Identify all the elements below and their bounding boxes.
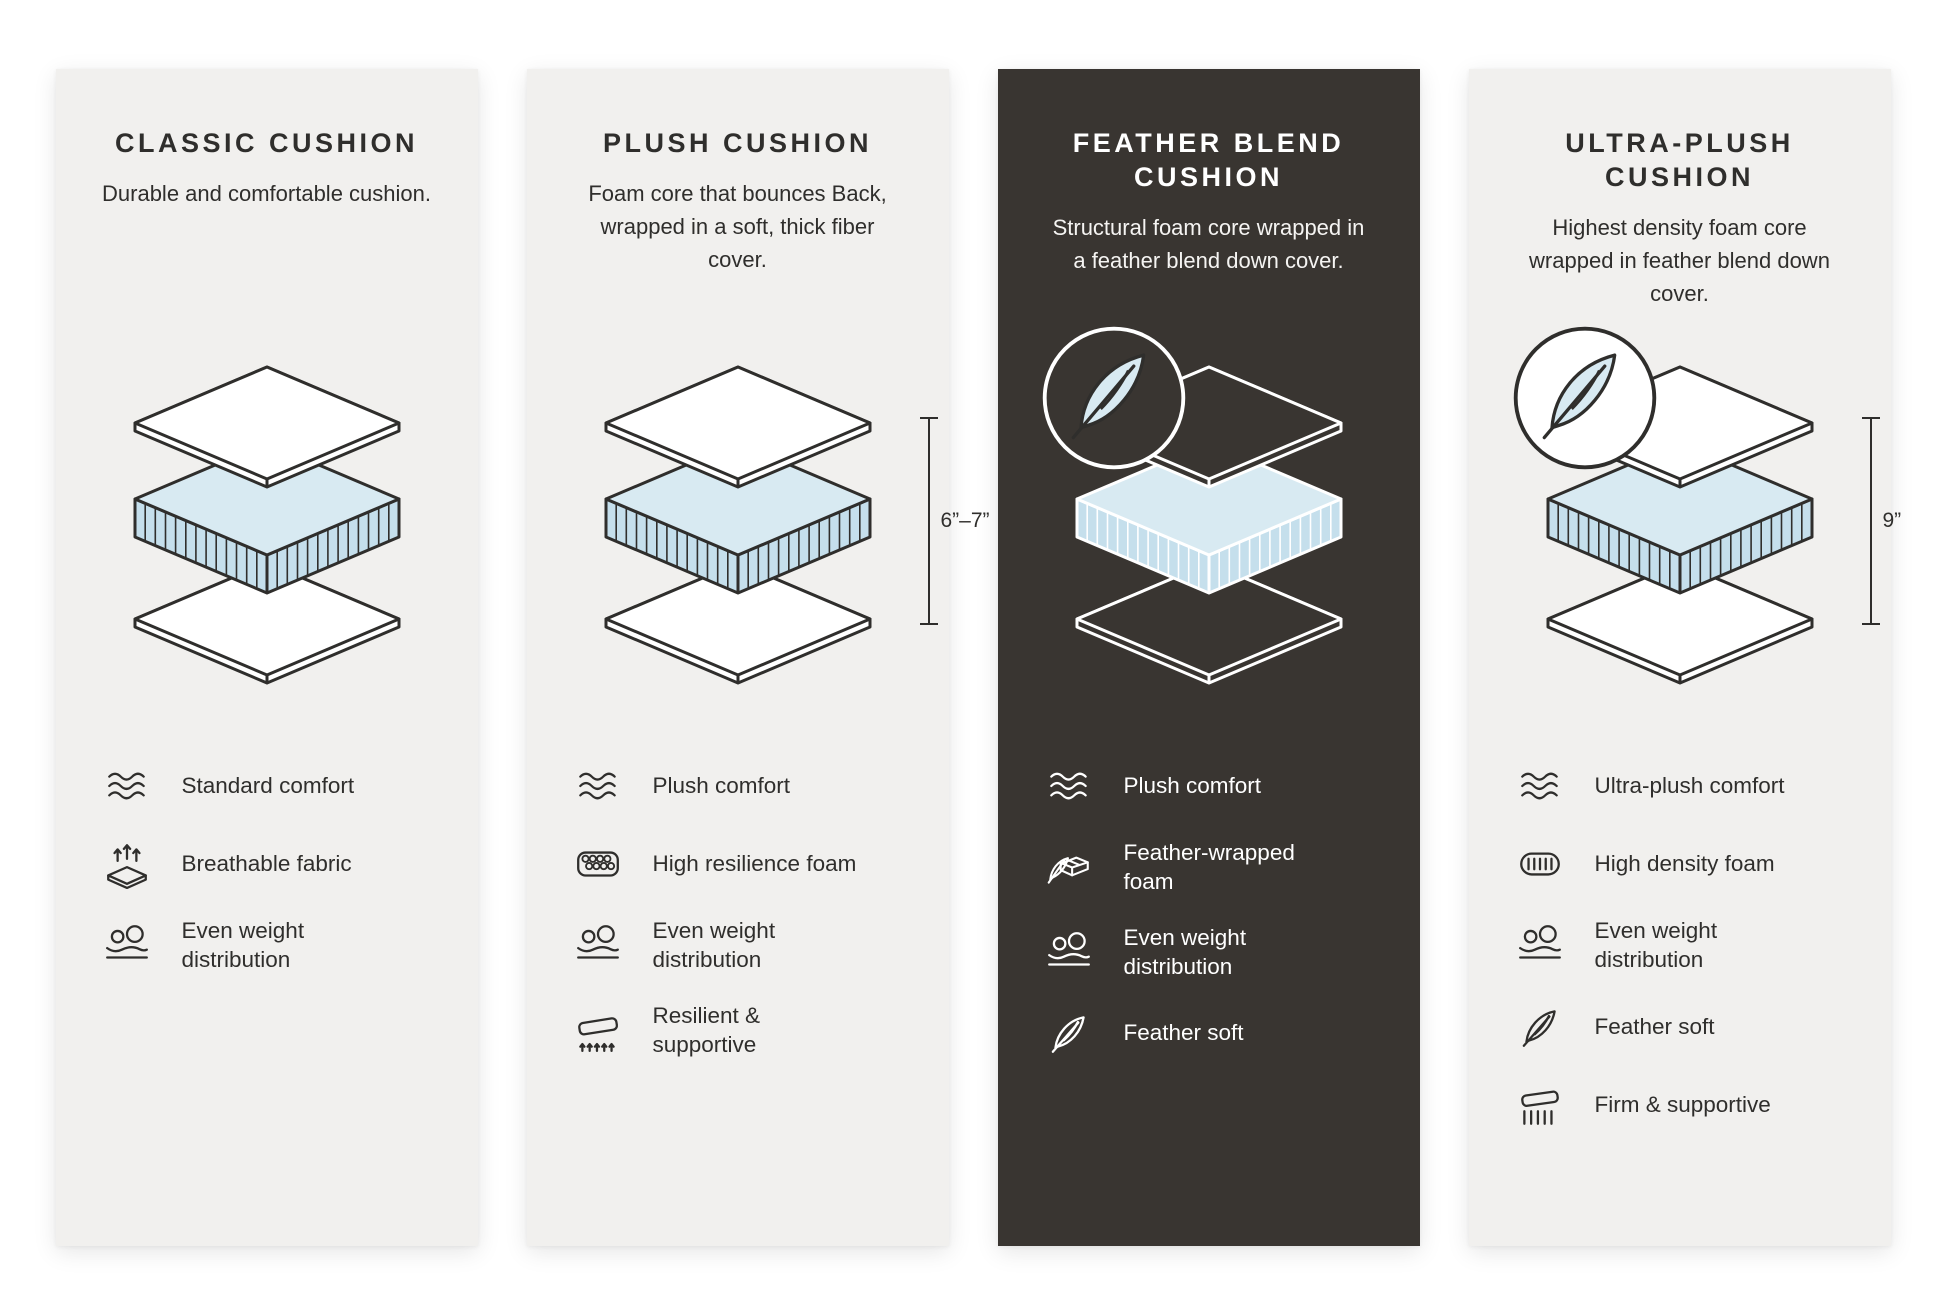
feature-label: Even weight distribution [652, 918, 776, 973]
height-ruler: 6”–7” [919, 417, 990, 625]
honeycomb-icon [567, 838, 629, 890]
waves-icon [96, 760, 158, 812]
height-measurement: 6”–7” [940, 509, 990, 532]
feature-label: Even weight distribution [181, 918, 305, 973]
feature-row: Firm & supportive [1509, 1079, 1851, 1131]
illustration-zone [96, 317, 438, 732]
feature-row: Even weight distribution [1509, 916, 1851, 975]
resilient-icon [567, 1004, 629, 1056]
feature-row: Standard comfort [96, 760, 438, 812]
feature-label: Feather-wrapped foam [1123, 840, 1295, 895]
feature-row: Plush comfort [1038, 760, 1380, 812]
illustration-zone [1038, 317, 1380, 732]
cushion-layers-illustration: 9” [1530, 357, 1901, 692]
layers-diagram-icon [117, 357, 417, 692]
even-weight-icon [567, 919, 629, 971]
card-title: ULTRA-PLUSH CUSHION [1565, 128, 1794, 192]
feature-row: Resilient & supportive [567, 1001, 909, 1060]
feature-label: High density foam [1594, 851, 1775, 877]
feature-row: Even weight distribution [96, 916, 438, 975]
feather-badge-icon [1037, 321, 1191, 475]
cushion-layers-illustration [117, 357, 417, 692]
even-weight-icon [1509, 919, 1571, 971]
illustration-zone: 6”–7” [567, 317, 990, 732]
card-title: PLUSH CUSHION [602, 128, 872, 158]
waves-icon [1038, 760, 1100, 812]
feature-row: Even weight distribution [567, 916, 909, 975]
feature-label: Even weight distribution [1123, 924, 1247, 979]
feature-label: Resilient & supportive [652, 1002, 761, 1057]
card-classic-cushion: CLASSIC CUSHION Durable and comfortable … [55, 69, 478, 1246]
card-plush-cushion: PLUSH CUSHION Foam core that bounces Bac… [526, 69, 990, 1246]
card-header: FEATHER BLEND CUSHION Structural foam co… [1038, 127, 1380, 317]
height-measurement: 9” [1882, 509, 1902, 532]
feature-list: Plush comfort High resilience foam Even … [567, 760, 909, 1059]
card-description: Durable and comfortable cushion. [102, 180, 431, 206]
cushion-layers-illustration: 6”–7” [588, 357, 990, 692]
feature-label: Plush comfort [1123, 773, 1262, 799]
feature-label: Standard comfort [181, 773, 355, 799]
breathable-icon [96, 838, 158, 890]
card-title: CLASSIC CUSHION [114, 128, 418, 158]
cushion-layers-illustration [1059, 357, 1359, 692]
card-description: Highest density foam core wrapped in fea… [1529, 214, 1830, 306]
card-ultra-plush-cushion: ULTRA-PLUSH CUSHION Highest density foam… [1468, 69, 1901, 1246]
even-weight-icon [1038, 926, 1100, 978]
feature-list: Ultra-plush comfort High density foam Ev… [1509, 760, 1851, 1131]
feature-label: Plush comfort [652, 773, 791, 799]
feature-row: Feather soft [1509, 1001, 1851, 1053]
card-header: CLASSIC CUSHION Durable and comfortable … [96, 127, 438, 317]
waves-icon [567, 760, 629, 812]
feather-badge-icon [1508, 321, 1662, 475]
feature-label: Even weight distribution [1594, 918, 1718, 973]
feature-list: Standard comfort Breathable fabric Even … [96, 760, 438, 975]
card-description: Foam core that bounces Back, wrapped in … [588, 180, 887, 272]
hd-foam-icon [1509, 838, 1571, 890]
layers-diagram-icon [588, 357, 888, 692]
feature-row: Feather soft [1038, 1007, 1380, 1059]
firm-icon [1509, 1079, 1571, 1131]
feature-list: Plush comfort Feather-wrapped foam Even … [1038, 760, 1380, 1059]
feature-row: High density foam [1509, 838, 1851, 890]
feature-label: Feather soft [1594, 1013, 1715, 1039]
card-header: ULTRA-PLUSH CUSHION Highest density foam… [1509, 127, 1851, 317]
feature-row: Ultra-plush comfort [1509, 760, 1851, 812]
feature-row: Feather-wrapped foam [1038, 838, 1380, 897]
card-description: Structural foam core wrapped in a feathe… [1052, 214, 1365, 273]
card-feather-blend-cushion: FEATHER BLEND CUSHION Structural foam co… [997, 69, 1420, 1246]
feature-label: Ultra-plush comfort [1594, 773, 1785, 799]
feature-label: High resilience foam [652, 851, 857, 877]
feature-label: Firm & supportive [1594, 1091, 1771, 1117]
even-weight-icon [96, 919, 158, 971]
cards-row: CLASSIC CUSHION Durable and comfortable … [55, 69, 1901, 1246]
feather-icon [1509, 1001, 1571, 1053]
feather-icon [1038, 1007, 1100, 1059]
feature-row: Plush comfort [567, 760, 909, 812]
illustration-zone: 9” [1509, 317, 1901, 732]
card-title: FEATHER BLEND CUSHION [1072, 128, 1345, 192]
feature-row: High resilience foam [567, 838, 909, 890]
height-ruler: 9” [1861, 417, 1901, 625]
feather-foam-icon [1038, 841, 1100, 893]
waves-icon [1509, 760, 1571, 812]
card-header: PLUSH CUSHION Foam core that bounces Bac… [567, 127, 909, 317]
feature-row: Even weight distribution [1038, 923, 1380, 982]
feature-label: Breathable fabric [181, 851, 352, 877]
feature-label: Feather soft [1123, 1020, 1244, 1046]
feature-row: Breathable fabric [96, 838, 438, 890]
